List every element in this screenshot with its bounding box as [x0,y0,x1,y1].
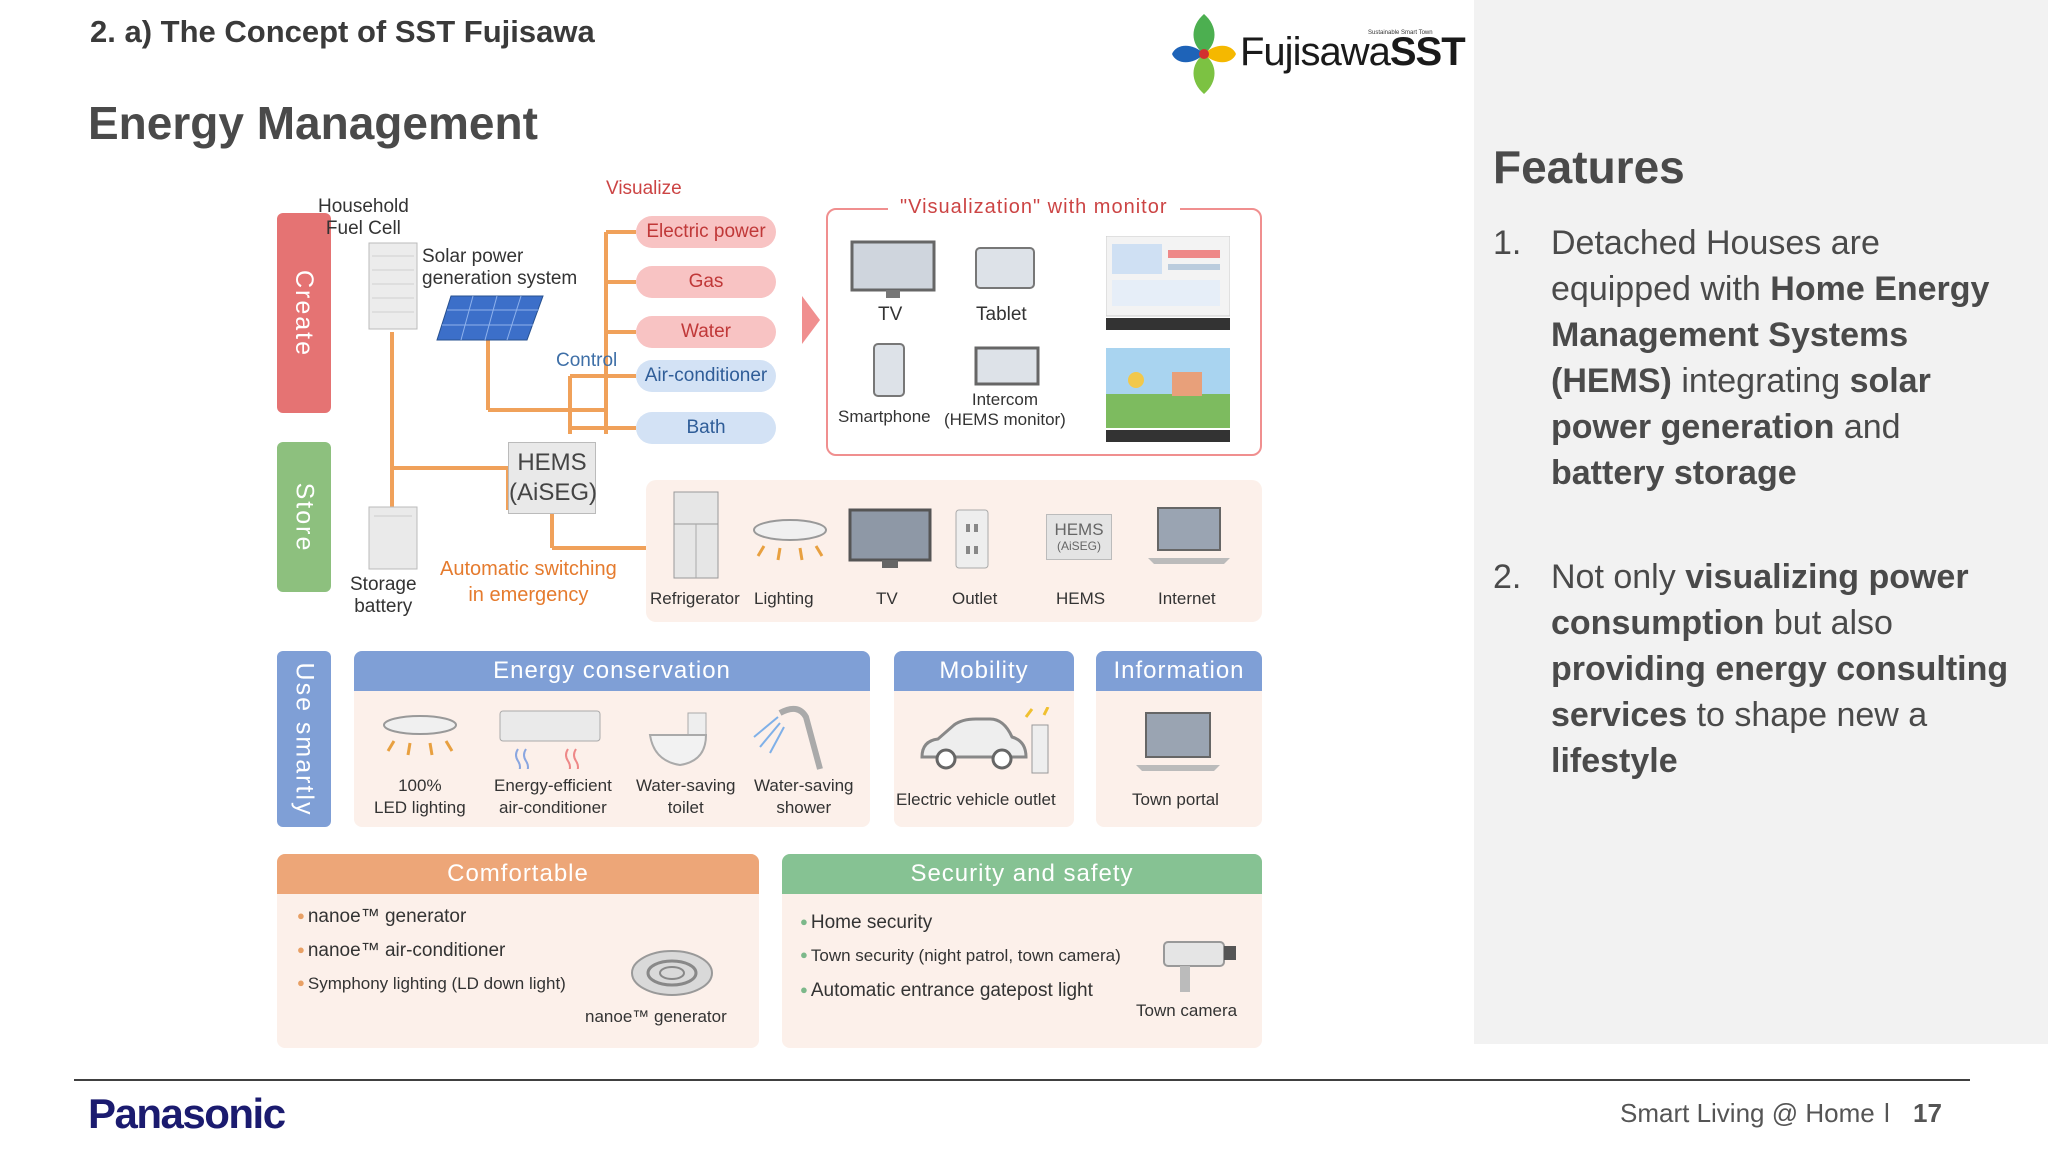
tv-label: TV [878,304,903,325]
feature-number: 2. [1493,558,1522,596]
slide-title: Energy Management [88,97,538,149]
town-camera-icon [1163,941,1236,992]
comfortable-card: Comfortable nanoe™ generator nanoe™ air-… [277,854,759,1048]
panasonic-logo: Panasonic [88,1090,286,1137]
fujisawa-sst-logo: Sustainable Smart Town FujisawaSST [1168,8,1466,98]
logo-text: FujisawaSST [1240,30,1466,74]
monitor-screen-2 [1106,348,1230,442]
mobility-card: Mobility Electric vehicle outlet [894,651,1074,827]
security-safety-header: Security and safety [782,854,1262,894]
air-conditioner-icon [499,710,601,769]
tablet-icon [975,247,1035,289]
comfortable-bullet-3: Symphony lighting (LD down light) [297,974,566,994]
feature-text: Detached Houses are equipped with Home E… [1551,224,1990,492]
smartphone-label: Smartphone [838,407,931,426]
feature-text: Not only visualizing power consumption b… [1551,558,2009,780]
lighting-icon [753,519,827,561]
fuel-cell-icon [368,242,418,330]
features-panel: Features 1. Detached Houses are equipped… [1474,0,2048,1044]
footer-text: Smart Living @ Home [1620,1098,1875,1128]
security-safety-card: Security and safety Home security Town s… [782,854,1262,1048]
intercom-icon [974,346,1040,386]
visualize-label: Visualize [606,178,682,199]
item-town-portal: Town portal [1132,790,1219,809]
section-title: 2. a) The Concept of SST Fujisawa [90,14,595,49]
features-heading: Features [1493,141,1685,193]
comfortable-header: Comfortable [277,854,759,894]
electric-vehicle-icon [920,707,1050,774]
security-bullet-3: Automatic entrance gatepost light [800,980,1093,1002]
information-header: Information [1096,651,1262,691]
town-camera-caption: Town camera [1136,1001,1238,1020]
pill-bath: Bath [636,412,776,444]
intercom-label: Intercom(HEMS monitor) [944,390,1066,429]
mobility-header: Mobility [894,651,1074,691]
hems-appliance-icon: HEMS(AiSEG) [1046,514,1112,560]
feature-item-2: 2. Not only visualizing power consumptio… [1493,554,2023,784]
tv-appliance-icon [848,508,932,568]
comfortable-bullet-2: nanoe™ air-conditioner [297,940,506,962]
footer-separator: l [1884,1098,1890,1128]
security-bullet-2: Town security (night patrol, town camera… [800,946,1121,966]
energy-conservation-header: Energy conservation [354,651,870,691]
appliance-label-internet: Internet [1158,589,1216,608]
appliance-label-hems: HEMS [1056,589,1106,608]
security-bullet-1: Home security [800,912,932,934]
tablet-label: Tablet [976,304,1027,325]
outlet-icon [955,509,989,569]
pill-electric-power: Electric power [636,216,776,248]
comfortable-bullet-1: nanoe™ generator [297,906,466,928]
logo-tagline: Sustainable Smart Town [1368,30,1433,36]
pill-air-conditioner: Air-conditioner [636,360,776,392]
tv-icon [850,240,936,298]
store-tab: Store [277,442,331,592]
led-lighting-icon [383,715,457,756]
feature-item-1: 1. Detached Houses are equipped with Hom… [1493,220,2023,496]
solar-panel-icon [436,295,544,341]
internet-laptop-icon [1148,507,1230,564]
appliance-label-tv: TV [876,589,898,608]
item-led-lighting: 100%LED lighting [374,776,466,817]
pill-gas: Gas [636,266,776,298]
town-portal-laptop-icon [1136,712,1220,771]
appliance-label-outlet: Outlet [952,589,998,608]
smartphone-icon [873,343,905,397]
energy-conservation-card: Energy conservation 100%LED lighting Ene… [354,651,870,827]
control-label: Control [556,350,618,371]
use-smartly-tab: Use smartly [277,651,331,827]
refrigerator-icon [673,491,719,579]
hems-box: HEMS(AiSEG) [508,442,597,514]
appliance-label-lighting: Lighting [754,589,814,608]
leaf-emblem-icon [1172,14,1236,94]
nanoe-generator-icon [631,950,713,996]
feature-number: 1. [1493,224,1522,262]
monitor-box-title: "Visualization" with monitor [888,196,1180,218]
visualization-monitor-box: "Visualization" with monitor TV Tablet S… [826,196,1262,456]
footer-divider [74,1079,1970,1081]
page-number: 17 [1913,1098,1942,1128]
information-card: Information Town portal [1096,651,1262,827]
shower-icon [753,705,823,770]
monitor-screen-1 [1106,236,1230,330]
pill-water: Water [636,316,776,348]
create-tab: Create [277,213,331,413]
storage-battery-icon [368,506,418,570]
nanoe-generator-caption: nanoe™ generator [585,1007,727,1026]
item-electric-vehicle-outlet: Electric vehicle outlet [896,790,1056,809]
appliances-box: HEMS(AiSEG) Refrigerator Lighting TV Out… [646,480,1262,622]
appliance-label-refrigerator: Refrigerator [650,589,740,608]
toilet-icon [648,712,708,767]
